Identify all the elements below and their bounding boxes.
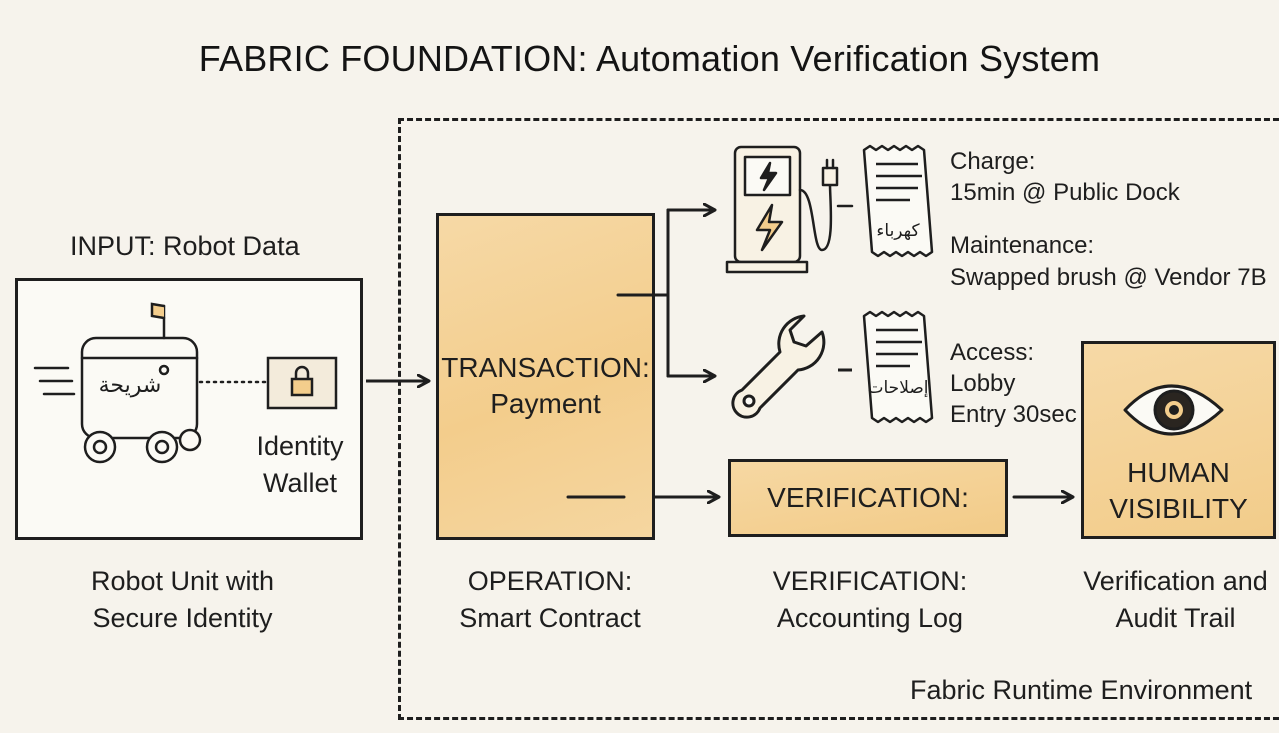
runtime-environment-frame xyxy=(398,118,1279,720)
verification-caption: VERIFICATION: Accounting Log xyxy=(750,563,990,637)
transaction-box xyxy=(436,213,655,540)
human-visibility-line1: HUMAN xyxy=(1127,457,1230,488)
maintenance-detail: Swapped brush @ Vendor 7B xyxy=(950,264,1267,291)
lock-icon xyxy=(266,356,338,410)
eye-icon xyxy=(1123,384,1224,436)
charge-receipt-label: كهرباء xyxy=(876,221,920,241)
verification-caption-line2: Accounting Log xyxy=(776,603,964,633)
charge-receipt-icon xyxy=(862,144,934,258)
human-visibility-label: HUMAN VISIBILITY xyxy=(1081,455,1276,527)
access-title: Access: xyxy=(950,339,1035,366)
runtime-environment-label: Fabric Runtime Environment xyxy=(910,675,1253,705)
robot-icon xyxy=(33,302,202,464)
operation-caption-line2: Smart Contract xyxy=(459,603,641,633)
maintenance-title: Maintenance: xyxy=(950,232,1095,259)
operation-caption: OPERATION: Smart Contract xyxy=(430,563,670,637)
wallet-label-line2: Wallet xyxy=(263,468,338,498)
transaction-label: TRANSACTION: Payment xyxy=(436,350,655,422)
human-visibility-line2: VISIBILITY xyxy=(1109,493,1248,524)
audit-caption-line1: Verification and xyxy=(1083,566,1268,596)
robot-chip-label: شريحة xyxy=(99,373,162,398)
audit-caption-line2: Audit Trail xyxy=(1115,603,1236,633)
operation-caption-line1: OPERATION: xyxy=(467,566,633,596)
robot-caption-line2: Secure Identity xyxy=(92,603,273,633)
robot-caption: Robot Unit with Secure Identity xyxy=(40,563,325,637)
robot-caption-line1: Robot Unit with xyxy=(90,566,275,596)
diagram-title: FABRIC FOUNDATION: Automation Verificati… xyxy=(198,38,1101,79)
charge-detail: 15min @ Public Dock xyxy=(950,179,1180,206)
charge-title: Charge: xyxy=(950,148,1036,175)
wrench-icon xyxy=(731,314,852,419)
transaction-branch-arrows xyxy=(566,210,1072,497)
access-detail-line2: Entry 30sec xyxy=(950,401,1077,428)
verification-box xyxy=(728,459,1008,537)
access-detail-line1: Lobby xyxy=(950,370,1016,397)
transaction-label-line2: Payment xyxy=(490,388,601,419)
charging-station-icon xyxy=(725,145,854,274)
verification-label: VERIFICATION: xyxy=(767,482,969,513)
verification-caption-line1: VERIFICATION: xyxy=(772,566,968,596)
audit-caption: Verification and Audit Trail xyxy=(1072,563,1279,637)
wallet-label-line1: Identity xyxy=(256,431,344,461)
input-header: INPUT: Robot Data xyxy=(70,231,300,261)
repair-receipt-label: إصلاحات xyxy=(868,378,929,398)
human-visibility-box xyxy=(1081,341,1276,539)
transaction-label-line1: TRANSACTION: xyxy=(441,352,650,383)
repair-receipt-icon xyxy=(862,310,934,424)
